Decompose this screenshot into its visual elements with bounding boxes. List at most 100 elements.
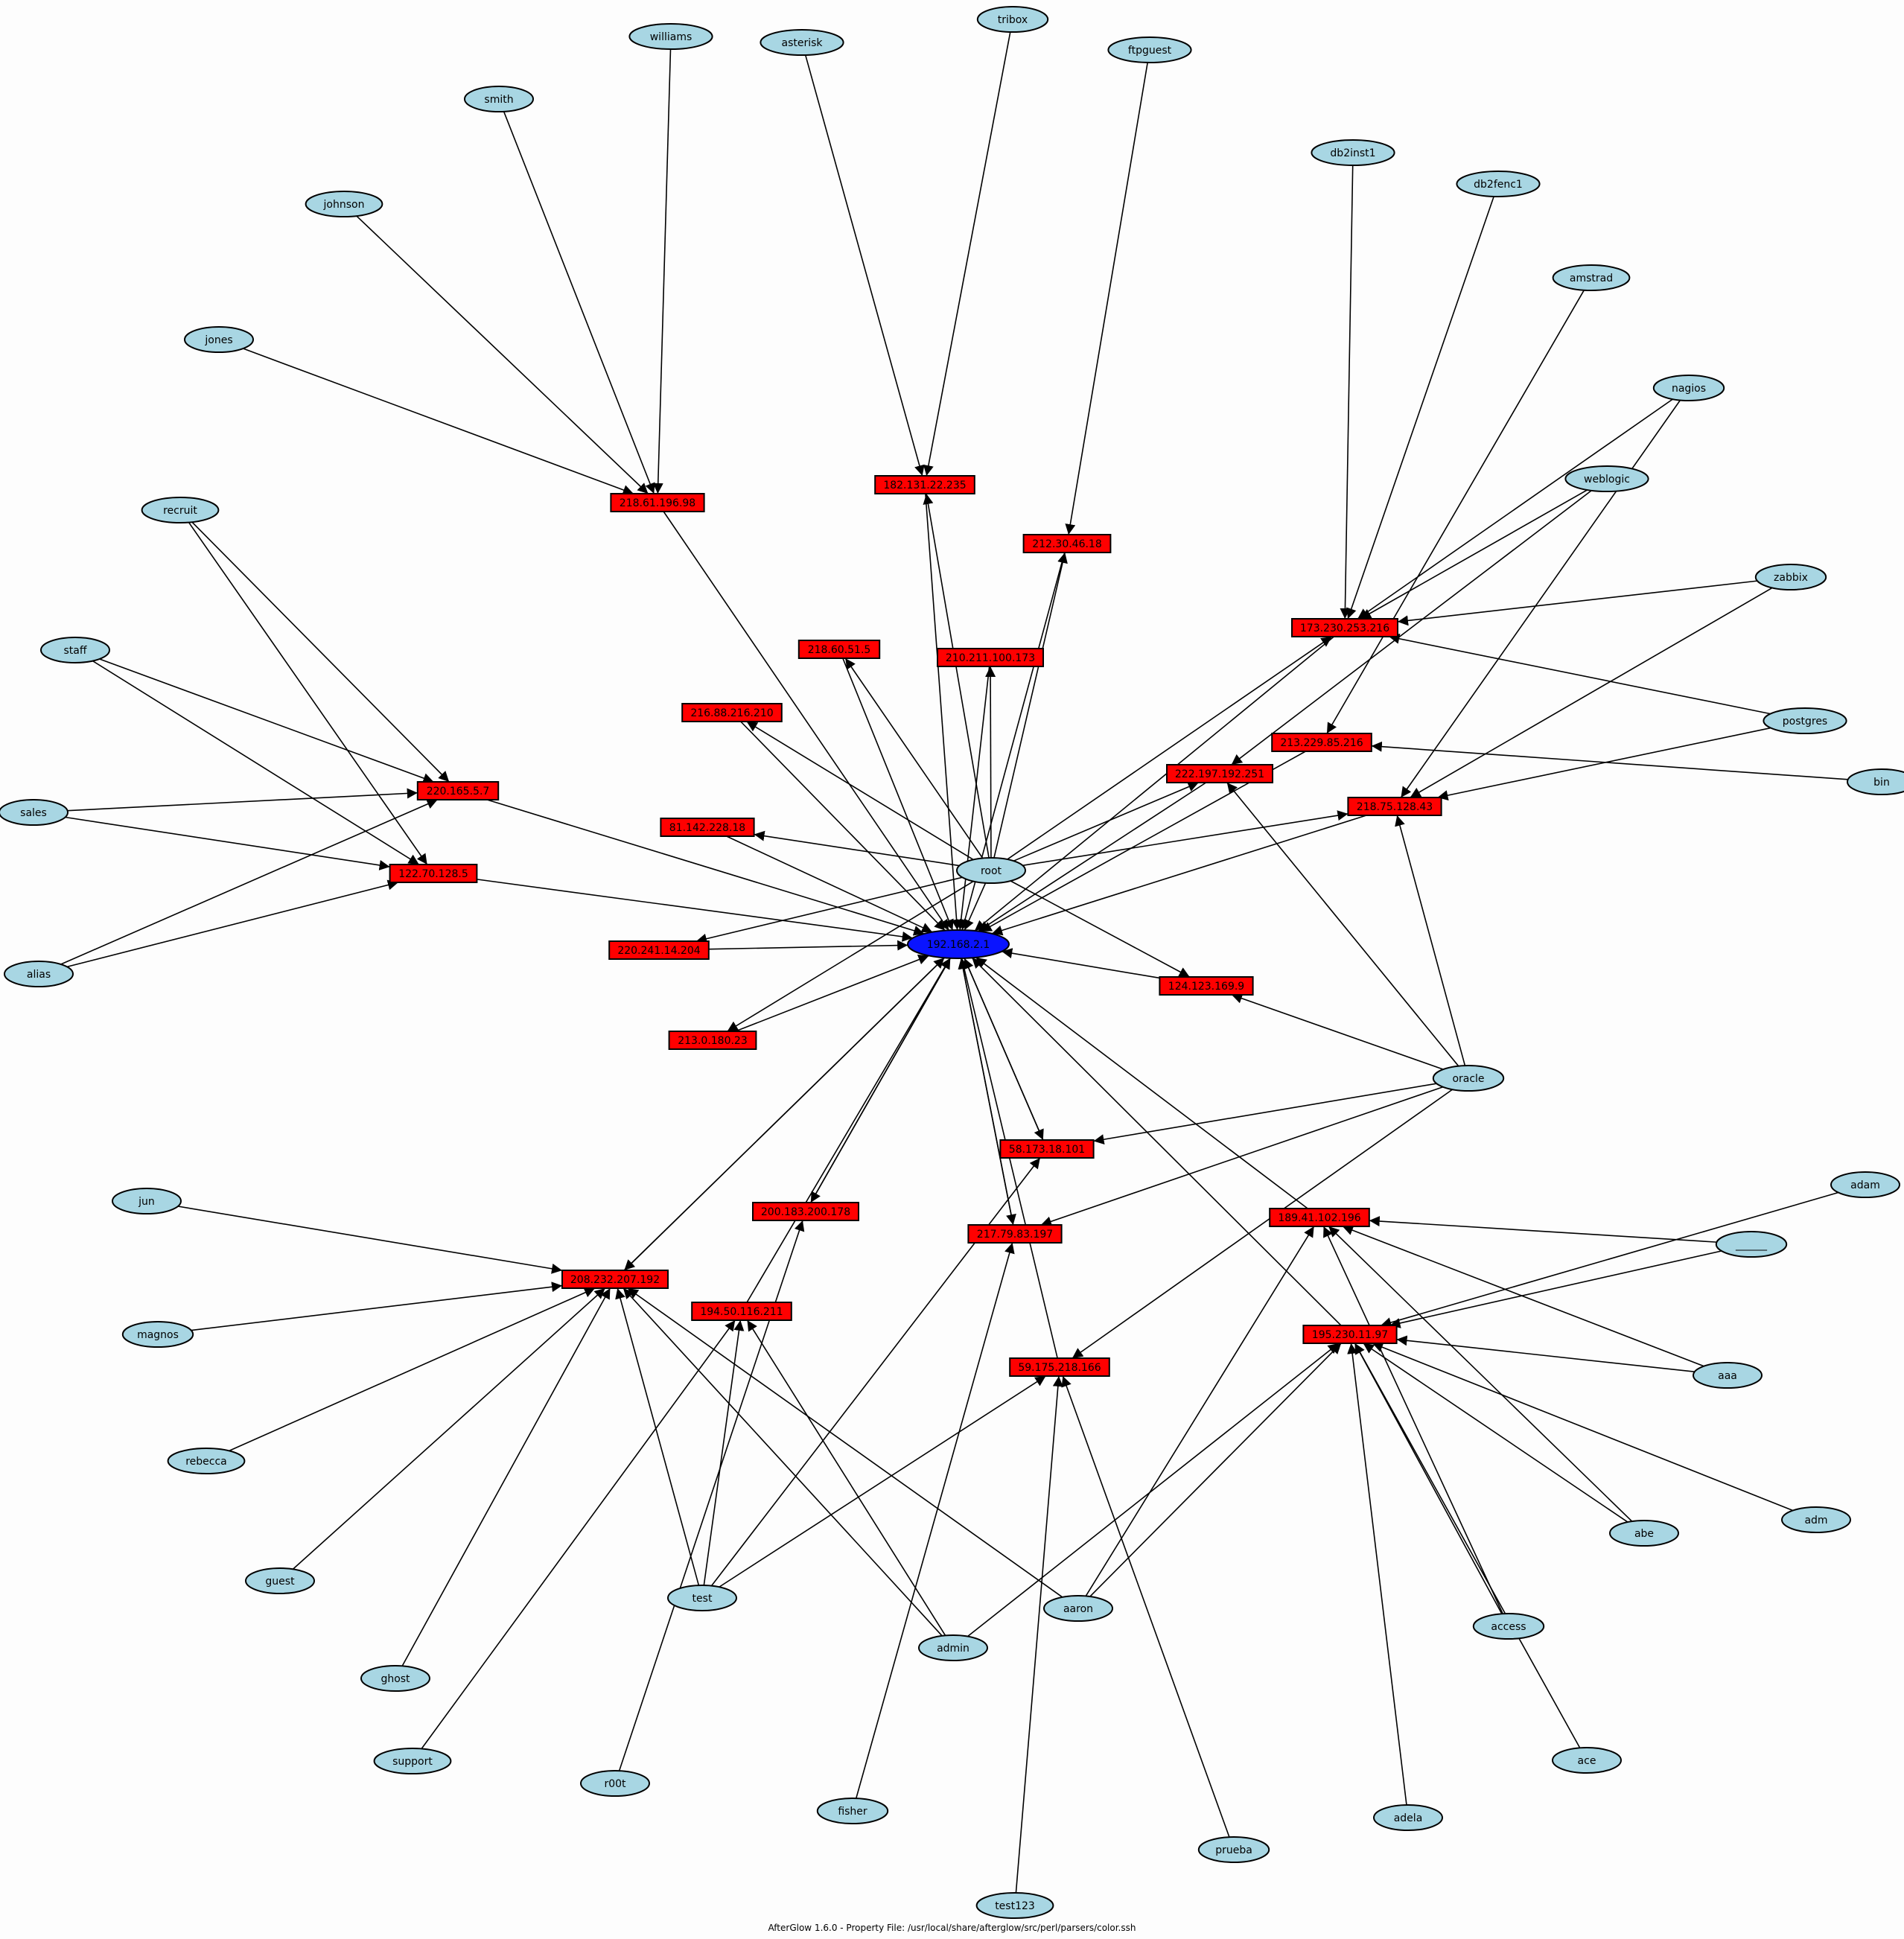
user-label: abe <box>1634 1528 1654 1540</box>
user-label: jun <box>138 1196 155 1208</box>
edge-nagios-ip10 <box>1400 400 1681 798</box>
user-node-db2inst1: db2inst1 <box>1311 139 1395 166</box>
user-label: ftpguest <box>1128 45 1172 57</box>
user-ellipse <box>245 1567 315 1594</box>
ip-label: 81.142.228.18 <box>669 822 745 834</box>
edge-aaron-ip21 <box>627 1287 1063 1598</box>
edge-root-ip3 <box>993 552 1068 859</box>
edge-tribox-ip2 <box>923 31 1011 477</box>
user-ellipse <box>0 799 69 826</box>
edge-ip13-target <box>726 835 933 933</box>
edge-db2fenc1-ip7 <box>1346 196 1494 620</box>
edge-adela-ip23 <box>1347 1343 1407 1806</box>
ip-box <box>1347 797 1442 816</box>
ip-label: 217.79.83.197 <box>977 1229 1053 1241</box>
ip-node-ip17: 58.173.18.101 <box>999 1139 1095 1159</box>
edge-oracle-ip9 <box>1226 782 1459 1067</box>
ip-box <box>874 475 975 494</box>
edge-zabbix-ip10 <box>1410 587 1773 798</box>
ip-node-ip14: 220.241.14.204 <box>608 940 710 960</box>
edge-alias-ip12 <box>66 879 399 968</box>
user-node-ghost: ghost <box>360 1665 430 1692</box>
user-node-aaron: aaron <box>1043 1595 1113 1622</box>
user-label: johnson <box>323 199 365 211</box>
edge-prueba-ip24 <box>1061 1375 1230 1838</box>
ip-node-ip7: 173.230.253.216 <box>1291 618 1398 637</box>
ip-label: 189.41.102.196 <box>1278 1212 1360 1224</box>
user-node-guest: guest <box>245 1567 315 1594</box>
user-label: asterisk <box>781 37 823 49</box>
user-node-adam: adam <box>1830 1171 1900 1198</box>
edge-ip2-target <box>925 493 962 931</box>
user-ellipse <box>1107 36 1192 63</box>
edge-zabbix-ip7 <box>1397 580 1758 626</box>
user-node-r00t: r00t <box>580 1770 650 1797</box>
user-label: staff <box>63 645 86 657</box>
edge-sales-ip11 <box>67 788 418 812</box>
ip-box <box>1269 1208 1370 1227</box>
user-node-jones: jones <box>184 326 254 353</box>
ip-node-ip1: 218.61.196.98 <box>610 493 705 512</box>
edge-ip23-target <box>971 957 1342 1326</box>
edge-ip4-target <box>842 658 954 931</box>
edge-aaa-ip23 <box>1396 1335 1695 1373</box>
edge-adam-ip23 <box>1381 1191 1839 1328</box>
ip-box <box>681 703 783 722</box>
ip-label: 220.165.5.7 <box>427 786 490 797</box>
user-ellipse <box>1652 375 1725 401</box>
edge-guest-ip21 <box>292 1287 606 1570</box>
edge-ip15-target <box>735 955 929 1032</box>
edge-test-ip24 <box>719 1375 1046 1588</box>
edge-root-ip4 <box>844 658 984 859</box>
edge-staff-ip11 <box>99 658 434 783</box>
edge-postgres-ip10 <box>1437 727 1771 800</box>
ip-node-ip21: 208.232.207.192 <box>561 1270 669 1289</box>
user-node-test123: test123 <box>975 1892 1054 1919</box>
ip-node-ip4: 218.60.51.5 <box>797 640 881 659</box>
user-label: r00t <box>604 1778 626 1790</box>
edge-root-ip2 <box>923 493 990 859</box>
user-node-support: support <box>373 1748 452 1774</box>
ip-box <box>797 640 881 659</box>
ip-label: 173.230.253.216 <box>1300 623 1389 634</box>
user-ellipse <box>141 497 220 523</box>
edge-root-ip10 <box>1022 810 1349 867</box>
edge-recruit-ip11 <box>191 521 450 783</box>
user-node-nagios: nagios <box>1652 375 1725 401</box>
ip-label: 194.50.116.211 <box>700 1306 783 1318</box>
edge-ip6-target <box>740 721 946 932</box>
user-ellipse <box>760 29 844 56</box>
user-ellipse <box>1373 1804 1443 1831</box>
edge-amstrad-ip8 <box>1326 290 1585 734</box>
target-label: 192.168.2.1 <box>927 939 990 951</box>
user-label: rebecca <box>185 1456 227 1468</box>
edge-asterisk-ip2 <box>804 54 925 477</box>
edge-ip5-target <box>955 666 990 931</box>
ip-node-ip19: 217.79.83.197 <box>967 1224 1063 1244</box>
edge-ip20-target <box>975 957 1308 1209</box>
user-ellipse <box>4 961 74 987</box>
ip-label: 59.175.218.166 <box>1018 1362 1101 1374</box>
user-label: adam <box>1850 1179 1880 1191</box>
user-node-adm: adm <box>1781 1506 1851 1533</box>
user-label: jones <box>204 334 232 346</box>
user-label: root <box>981 865 1002 877</box>
ip-label: 216.88.216.210 <box>690 707 773 719</box>
ip-box <box>660 818 755 837</box>
edge-magnos-ip21 <box>191 1281 563 1331</box>
user-label: amstrad <box>1570 273 1613 284</box>
ip-box <box>752 1202 859 1221</box>
user-node-ace: ace <box>1552 1747 1622 1774</box>
user-label: williams <box>650 31 692 43</box>
user-node-oracle: oracle <box>1432 1065 1505 1092</box>
user-label: db2inst1 <box>1330 147 1375 159</box>
ip-box <box>1159 976 1254 996</box>
user-ellipse <box>1552 264 1631 291</box>
user-node-smith: smith <box>464 86 534 112</box>
user-node-admin: admin <box>918 1634 988 1661</box>
edge-root-ip6 <box>746 721 974 861</box>
user-ellipse <box>1456 171 1541 197</box>
ip-label: 218.60.51.5 <box>808 644 871 656</box>
edge-aaa-ip20 <box>1342 1225 1704 1367</box>
